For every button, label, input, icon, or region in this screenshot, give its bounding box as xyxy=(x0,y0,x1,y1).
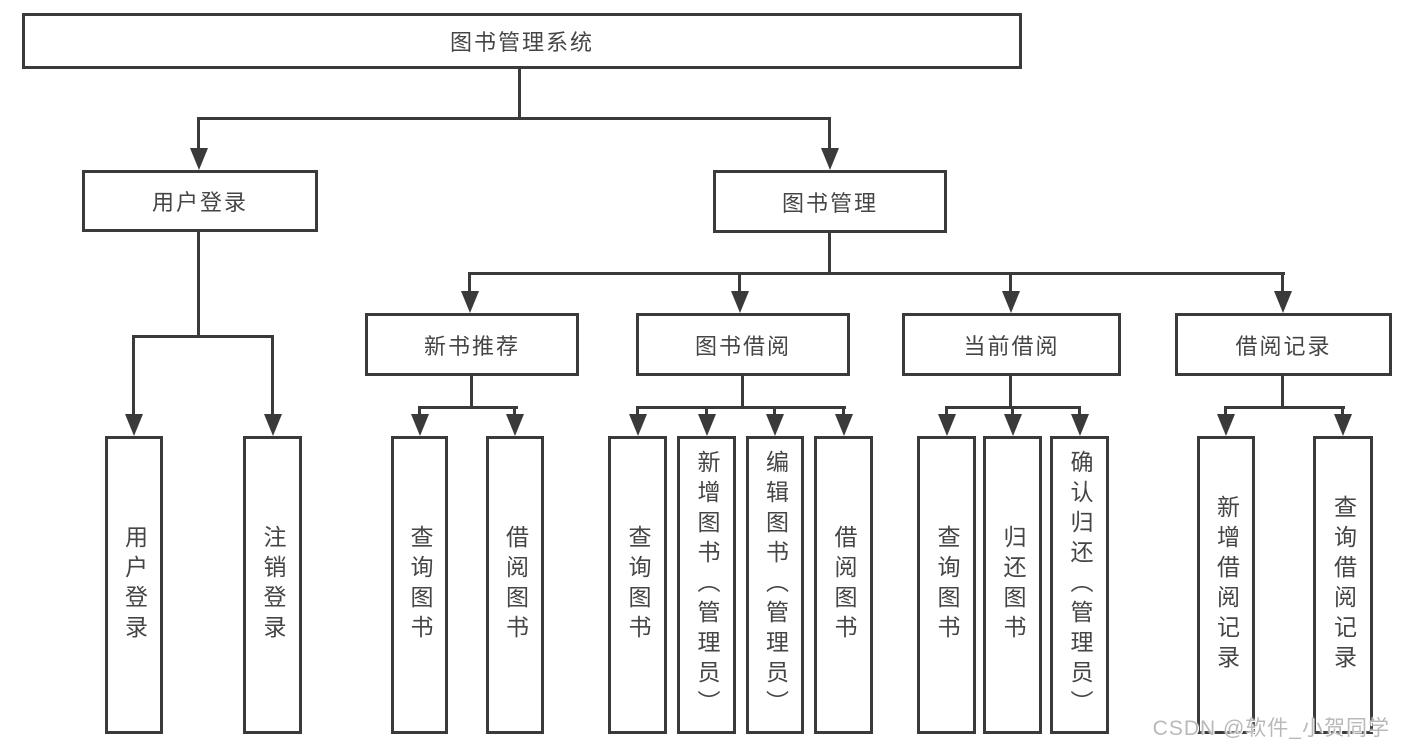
leaf-label: 用户登录 xyxy=(121,525,148,645)
connector-user-login-drop-2 xyxy=(271,335,274,416)
leaf-logout: 注销登录 xyxy=(243,436,302,734)
arrow-down-icon xyxy=(731,291,749,313)
leaf-user-login: 用户登录 xyxy=(105,436,163,734)
arrow-down-icon xyxy=(1274,291,1292,313)
arrow-down-icon xyxy=(1334,414,1352,436)
node-root: 图书管理系统 xyxy=(22,13,1022,69)
connector-book-borrow-drop-4 xyxy=(842,406,845,415)
connector-book-borrow-stem xyxy=(741,376,744,409)
arrow-down-icon xyxy=(938,414,956,436)
leaf-borrow-books-borrowing: 借阅图书 xyxy=(814,436,873,734)
csdn-watermark: CSDN @软件_小贺同学 xyxy=(1152,717,1390,740)
arrow-down-icon xyxy=(766,414,784,436)
leaf-label: 查询借阅记录 xyxy=(1330,495,1357,675)
leaf-label: 注销登录 xyxy=(260,525,286,645)
connector-borrow-records-stem xyxy=(1281,376,1284,409)
node-borrowing-records: 借阅记录 xyxy=(1175,313,1392,376)
connector-new-book-drop-1 xyxy=(418,406,421,415)
node-book-borrowing: 图书借阅 xyxy=(636,313,850,376)
leaf-edit-book-admin: 编辑图书（管理员） xyxy=(746,436,804,734)
leaf-label: 归还图书 xyxy=(1000,525,1026,645)
leaf-query-borrow-record: 查询借阅记录 xyxy=(1313,436,1373,734)
connector-current-borrow-drop-3 xyxy=(1078,406,1081,415)
arrow-down-icon xyxy=(835,414,853,436)
leaf-label: 查询图书 xyxy=(407,525,433,645)
connector-new-book-drop-2 xyxy=(513,406,516,415)
leaf-label: 查询图书 xyxy=(625,525,651,645)
connector-root-drop-right xyxy=(828,117,831,149)
connector-current-borrow-stem xyxy=(1009,376,1012,409)
connector-new-book-stem xyxy=(470,376,473,409)
connector-book-mgmt-drop-1 xyxy=(468,272,471,292)
connector-book-borrow-bar xyxy=(636,406,846,409)
connector-book-mgmt-drop-4 xyxy=(1281,272,1284,292)
arrow-down-icon xyxy=(506,414,524,436)
connector-book-mgmt-stem xyxy=(828,233,831,275)
leaf-query-books-borrowing: 查询图书 xyxy=(608,436,667,734)
connector-root-stem xyxy=(518,69,521,117)
connector-new-book-bar xyxy=(418,406,518,409)
connector-root-drop-left xyxy=(197,117,200,149)
leaf-borrow-books-recommend: 借阅图书 xyxy=(486,436,544,734)
connector-borrow-records-drop-2 xyxy=(1341,406,1344,415)
connector-book-borrow-drop-2 xyxy=(705,406,708,415)
leaf-query-books-current: 查询图书 xyxy=(917,436,976,734)
leaf-label: 编辑图书（管理员） xyxy=(762,450,789,720)
arrow-down-icon xyxy=(461,291,479,313)
leaf-confirm-return-admin: 确认归还（管理员） xyxy=(1050,436,1109,734)
arrow-down-icon xyxy=(1004,414,1022,436)
leaf-query-books-recommend: 查询图书 xyxy=(391,436,448,734)
arrow-down-icon xyxy=(698,414,716,436)
connector-borrow-records-drop-1 xyxy=(1224,406,1227,415)
leaf-label: 新增图书（管理员） xyxy=(694,450,720,720)
node-new-book-recommend: 新书推荐 xyxy=(365,313,579,376)
connector-user-login-bar xyxy=(132,335,274,338)
connector-root-bar xyxy=(197,117,831,120)
arrow-down-icon xyxy=(1002,291,1020,313)
connector-user-login-stem xyxy=(197,232,200,338)
leaf-return-books: 归还图书 xyxy=(983,436,1042,734)
leaf-label: 借阅图书 xyxy=(502,525,529,645)
node-user-login: 用户登录 xyxy=(82,170,318,232)
arrow-down-icon xyxy=(629,414,647,436)
connector-user-login-drop-1 xyxy=(132,335,135,416)
node-current-borrowing: 当前借阅 xyxy=(902,313,1121,376)
leaf-label: 借阅图书 xyxy=(831,525,857,645)
connector-book-mgmt-drop-3 xyxy=(1009,272,1012,292)
connector-book-mgmt-bar xyxy=(468,272,1285,275)
connector-current-borrow-drop-2 xyxy=(1011,406,1014,415)
node-book-management: 图书管理 xyxy=(713,170,947,233)
arrow-down-icon xyxy=(1071,414,1089,436)
arrow-down-icon xyxy=(264,414,282,436)
arrow-down-icon xyxy=(1217,414,1235,436)
leaf-label: 确认归还（管理员） xyxy=(1067,450,1093,720)
connector-book-borrow-drop-1 xyxy=(636,406,639,415)
connector-borrow-records-bar xyxy=(1224,406,1345,409)
leaf-add-book-admin: 新增图书（管理员） xyxy=(677,436,736,734)
arrow-down-icon xyxy=(190,148,208,170)
connector-current-borrow-drop-1 xyxy=(945,406,948,415)
arrow-down-icon xyxy=(411,414,429,436)
leaf-label: 新增借阅记录 xyxy=(1213,495,1240,675)
leaf-add-borrow-record: 新增借阅记录 xyxy=(1197,436,1255,734)
arrow-down-icon xyxy=(821,148,839,170)
leaf-label: 查询图书 xyxy=(934,525,960,645)
arrow-down-icon xyxy=(125,414,143,436)
connector-book-mgmt-drop-2 xyxy=(738,272,741,292)
connector-book-borrow-drop-3 xyxy=(773,406,776,415)
